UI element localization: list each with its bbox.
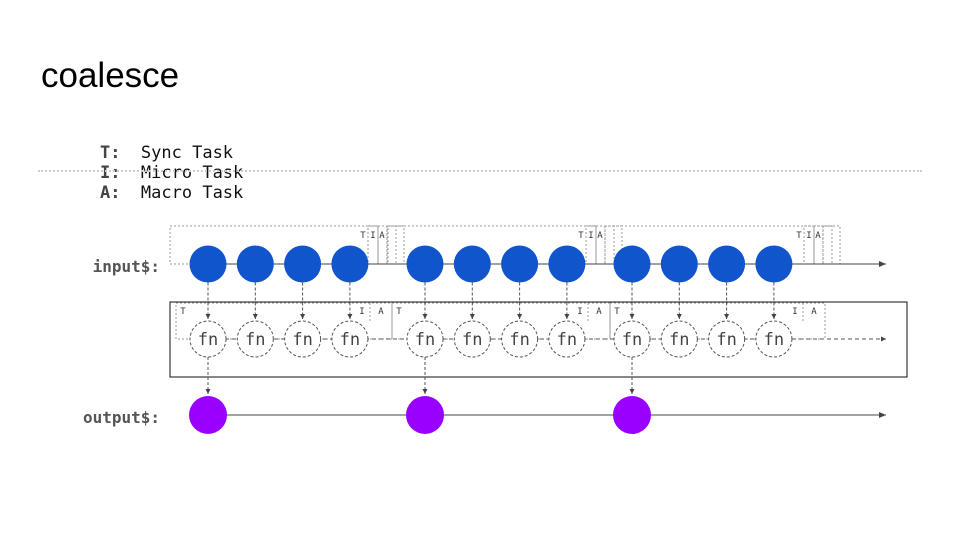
sync-task-letter: T: [180, 307, 186, 317]
legend-key: A:: [99, 183, 121, 203]
input-marble: [406, 245, 444, 283]
sync-task-letter: T: [396, 307, 402, 317]
fn-node: [660, 320, 698, 358]
fn-node-label: fn: [245, 330, 265, 350]
fn-node: [613, 320, 651, 358]
micro-task-cell: [595, 225, 606, 265]
legend-label: Sync Task: [140, 143, 234, 163]
fn-node: [755, 320, 793, 358]
macro-task-cell: [604, 225, 615, 265]
legend-label: Micro Task: [140, 163, 244, 183]
task-legend: T: Sync Task I: Micro Task A: Macro Task: [59, 123, 255, 223]
fn-node: [331, 320, 369, 358]
legend-label: Macro Task: [140, 183, 244, 203]
fn-node: [189, 320, 227, 358]
fn-node-label: fn: [340, 330, 360, 350]
macro-task-letter: A: [596, 307, 602, 317]
fn-node: [453, 320, 491, 358]
fn-node: [284, 320, 322, 358]
micro-task-letter: I: [792, 307, 797, 317]
dashed-arrows: [205, 282, 777, 394]
fn-node-label: fn: [292, 330, 312, 350]
fn-node: [236, 320, 274, 358]
operator-task-box: [609, 302, 826, 340]
output-marble: [189, 396, 227, 434]
macro-task-letter: A: [378, 307, 384, 317]
marbles: fn fn fn fn fn fn fn fn fn fn fn fn: [189, 245, 793, 434]
operator-frame: [169, 301, 908, 378]
fn-node: [548, 320, 586, 358]
sync-task-letter: T: [360, 231, 366, 241]
legend-item-micro: I: Micro Task: [100, 163, 243, 183]
input-marble: [548, 245, 586, 283]
fn-node-label: fn: [669, 330, 689, 350]
fn-node-label: fn: [462, 330, 482, 350]
input-marble: [189, 245, 227, 283]
macro-task-letter: A: [379, 231, 385, 241]
macro-task-letter: A: [815, 231, 821, 241]
micro-task-cell: [377, 225, 388, 265]
sync-task-box: [604, 225, 841, 265]
input-stream-label: input$:: [93, 257, 160, 276]
fn-node: [406, 320, 444, 358]
macro-task-cell: [822, 225, 833, 265]
sync-task-letter: T: [796, 231, 802, 241]
fn-node-label: fn: [198, 330, 218, 350]
fn-node-label: fn: [764, 330, 784, 350]
macro-task-letter: A: [597, 231, 603, 241]
micro-task-cell: [813, 225, 824, 265]
fn-node-label: fn: [557, 330, 577, 350]
micro-task-letter: I: [806, 231, 811, 241]
legend-key: I:: [99, 163, 121, 183]
legend-item-macro: A: Macro Task: [100, 183, 243, 203]
sync-task-letter: T: [614, 307, 620, 317]
input-marble: [236, 245, 274, 283]
micro-task-letter: I: [370, 231, 375, 241]
dotted-divider: [38, 170, 922, 172]
micro-task-letter: I: [588, 231, 593, 241]
fn-node-label: fn: [509, 330, 529, 350]
input-marble: [755, 245, 793, 283]
input-marble: [613, 245, 651, 283]
micro-task-letter: I: [577, 307, 582, 317]
fn-node: [708, 320, 746, 358]
fn-node-label: fn: [622, 330, 642, 350]
fn-node-label: fn: [415, 330, 435, 350]
output-stream-label: output$:: [83, 408, 160, 427]
legend-item-sync: T: Sync Task: [100, 143, 233, 163]
micro-task-letter: I: [359, 307, 364, 317]
fn-node-label: fn: [716, 330, 736, 350]
input-marble: [453, 245, 491, 283]
output-marble: [406, 396, 444, 434]
slide-title: coalesce: [41, 56, 180, 95]
input-marble: [284, 245, 322, 283]
macro-task-cell: [386, 225, 397, 265]
output-marble: [613, 396, 651, 434]
input-marble: [331, 245, 369, 283]
input-marble: [501, 245, 539, 283]
sync-task-letter: T: [578, 231, 584, 241]
legend-key: T:: [99, 143, 121, 163]
fn-node: [501, 320, 539, 358]
input-marble: [708, 245, 746, 283]
macro-task-letter: A: [811, 307, 817, 317]
input-marble: [660, 245, 698, 283]
